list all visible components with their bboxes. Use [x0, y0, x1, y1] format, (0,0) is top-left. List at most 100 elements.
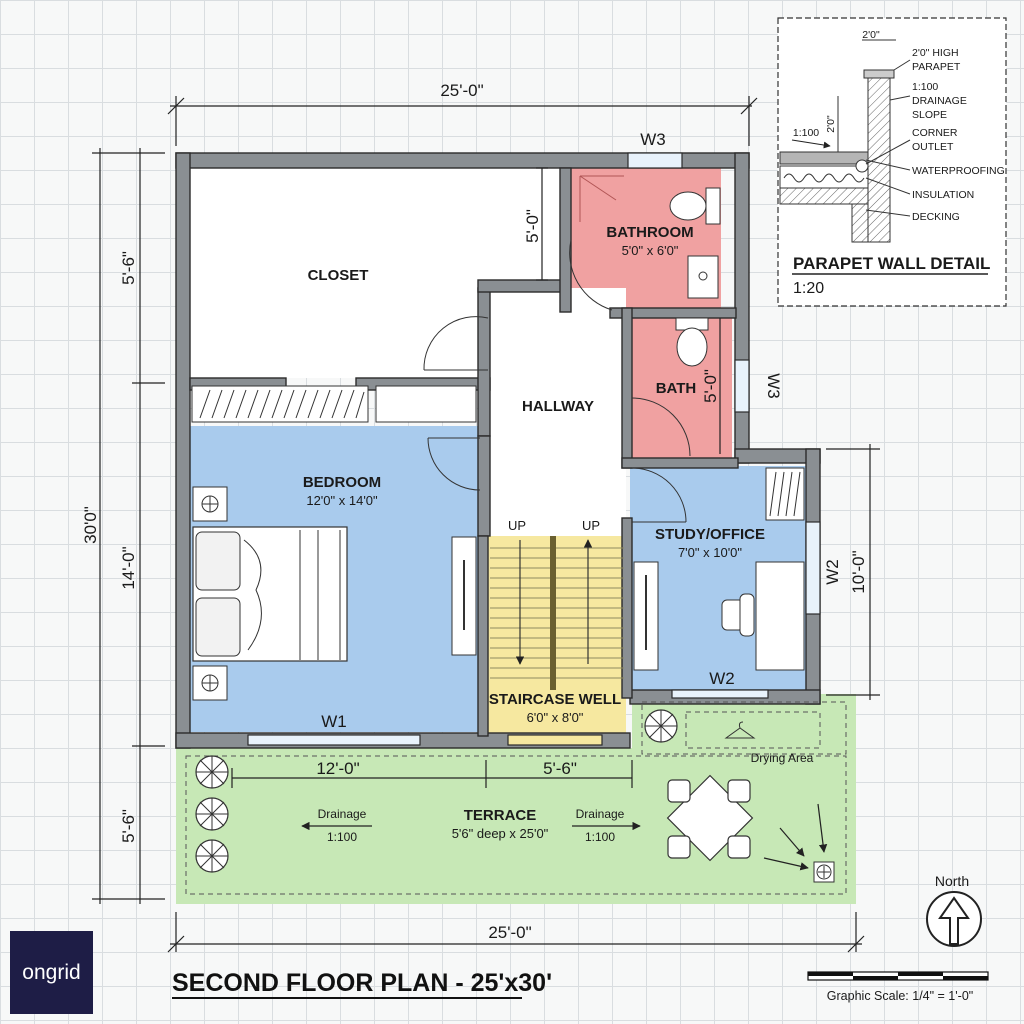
stair-window [507, 734, 603, 746]
graphic-scale-label: Graphic Scale: 1/4" = 1'-0" [827, 989, 973, 1003]
staircase [490, 536, 624, 690]
dim-top-width: 25'-0" [440, 81, 483, 100]
study-label: STUDY/OFFICE [655, 526, 765, 543]
wall-hall-left [477, 287, 491, 437]
window-w2-bottom-label: W2 [709, 669, 735, 688]
closet-label: CLOSET [308, 267, 369, 284]
detail-dim-width: 2'0" [862, 29, 880, 41]
wall-closet-right [477, 279, 569, 293]
dim-overall-height: 30'0" [81, 506, 100, 544]
detail-note-6: CORNER [912, 127, 958, 139]
hallway-floor [488, 288, 626, 536]
dim-right-study: 10'-0" [849, 550, 868, 593]
detail-note-9: INSULATION [912, 189, 974, 201]
wall-study-top [621, 457, 739, 469]
hanger-icon [724, 721, 756, 739]
wall-bath-left [621, 307, 633, 469]
dim-left-middle: 14'-0" [119, 546, 138, 589]
toilet-tank [705, 187, 721, 225]
dim-left-bottom: 5'-6" [119, 809, 138, 843]
window-w3-top-label: W3 [640, 130, 666, 149]
dim-bottom-width: 25'-0" [488, 923, 531, 942]
drainage-right-slope: 1:100 [585, 830, 615, 844]
toilet-bowl-icon [669, 191, 707, 221]
ongrid-logo: ongrid [10, 931, 93, 1014]
north-arrow: North [926, 873, 982, 947]
doors [423, 239, 691, 523]
hallway-label: HALLWAY [522, 398, 594, 415]
bathroom-fixtures [579, 175, 721, 367]
bath-toilet-icon [676, 327, 708, 367]
wall-bedroom-right [477, 435, 491, 537]
terrace-details [185, 701, 847, 895]
plan-title: SECOND FLOOR PLAN - 25'x30' [172, 969, 552, 997]
graphic-scale-bar: Graphic Scale: 1/4" = 1'-0" [807, 971, 989, 1003]
north-label: North [935, 873, 969, 889]
study-furniture [633, 467, 805, 671]
wall-bathroom-bottom [609, 307, 737, 319]
closet-dimension [536, 167, 548, 281]
study-size: 7'0" x 10'0" [678, 545, 742, 560]
drainage-left-label: Drainage [318, 807, 367, 821]
window-w3-bath [734, 359, 750, 413]
window-w1-label: W1 [321, 712, 347, 731]
detail-note-4: DRAINAGE [912, 95, 967, 107]
detail-note-3: 1:100 [912, 81, 938, 93]
outer-wall-right-upper [734, 152, 750, 464]
bedroom-size: 12'0" x 14'0" [306, 493, 378, 508]
parapet-detail-inset: 2'0" 2'0" 1:100 2'0" HIGH PARAPET 1:100 … [777, 17, 1007, 307]
detail-dim-height: 2'0" [825, 115, 837, 133]
window-w3-side-label: W3 [764, 373, 783, 399]
window-w2-side [805, 521, 821, 615]
north-arrow-icon [938, 896, 970, 945]
dim-left-top: 5'-6" [119, 251, 138, 285]
wall-bathroom-left [559, 167, 572, 313]
detail-note-7: OUTLET [912, 141, 954, 153]
sink-icon [687, 255, 719, 299]
window-w3-bathroom [627, 152, 683, 169]
detail-note-1: 2'0" HIGH [912, 47, 959, 59]
detail-title: PARAPET WALL DETAIL [793, 254, 990, 273]
plan-labels: 25'-0" 25'-0" 30'0" 5'-6" 14'-0" 5'-6" 1… [81, 81, 868, 942]
detail-scale: 1:20 [793, 280, 824, 297]
wardrobe [191, 385, 477, 423]
windows [247, 152, 821, 746]
window-w1-bedroom [247, 734, 421, 746]
bedroom-label: BEDROOM [303, 474, 381, 491]
stair-floor [488, 536, 626, 736]
bathroom-label: BATHROOM [606, 224, 693, 241]
study-wardrobe [765, 467, 805, 521]
window-w2-bottom [671, 689, 769, 699]
outer-wall-left [175, 152, 191, 749]
dim-terrace-right: 5'-6" [543, 759, 577, 778]
dimension-lines [92, 96, 880, 953]
drainage-right-label: Drainage [576, 807, 625, 821]
bath-label: BATH [656, 380, 697, 397]
terrace-size: 5'6" deep x 25'0" [452, 826, 549, 841]
dim-bath-depth: 5'-0" [701, 369, 720, 403]
stair-up-left: UP [508, 518, 526, 533]
bedroom-furniture [192, 486, 477, 701]
dim-terrace-left: 12'-0" [316, 759, 359, 778]
window-w2-side-label: W2 [823, 559, 842, 585]
stair-up-right: UP [582, 518, 600, 533]
title-block: SECOND FLOOR PLAN - 25'x30' [172, 969, 552, 999]
detail-note-10: DECKING [912, 211, 960, 223]
detail-note-2: PARAPET [912, 61, 961, 73]
corner-outlet-icon [855, 159, 869, 173]
stair-size: 6'0" x 8'0" [527, 710, 584, 725]
terrace-label: TERRACE [464, 807, 537, 824]
detail-note-8: WATERPROOFING [912, 165, 1005, 177]
stair-label: STAIRCASE WELL [489, 691, 621, 708]
logo-text: ongrid [22, 960, 81, 984]
wall-bedroom-right-2 [477, 535, 489, 737]
dining-set [666, 774, 754, 862]
dim-closet-depth: 5'-0" [523, 209, 542, 243]
detail-slope: 1:100 [793, 127, 819, 139]
study-desk [755, 561, 805, 671]
walls [175, 152, 821, 749]
detail-note-5: SLOPE [912, 109, 947, 121]
drainage-left-slope: 1:100 [327, 830, 357, 844]
bathroom-size: 5'0" x 6'0" [622, 243, 679, 258]
